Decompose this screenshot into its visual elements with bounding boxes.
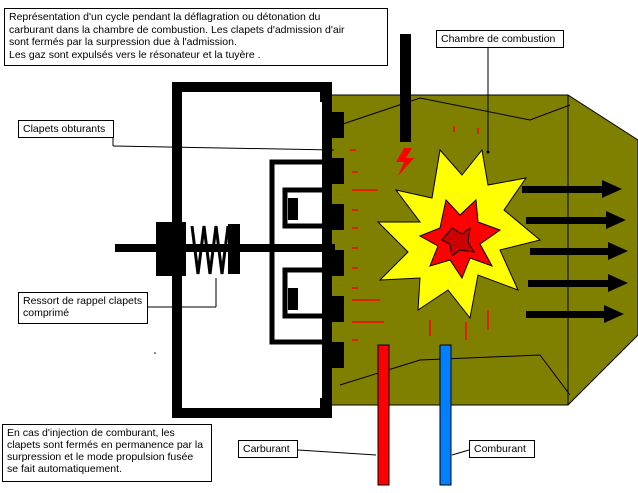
description-box: Représentation d'un cycle pendant la déf…: [4, 8, 388, 66]
leader-lines: [112, 48, 489, 456]
oxidizer-note: En cas d'injection de comburant, les cla…: [2, 424, 212, 482]
oxidizer-pipe: [439, 344, 452, 486]
explosion-icon: [376, 148, 542, 320]
shaft-collar: [156, 222, 186, 276]
spring-label: Ressort de rappel clapets comprimé: [18, 292, 148, 324]
lightning-spark-icon: [396, 148, 414, 176]
valves-label: Clapets obturants: [18, 120, 114, 138]
return-spring: [190, 225, 230, 275]
fuel-label: Carburant: [238, 440, 298, 458]
combustion-chamber-label: Chambre de combustion: [436, 30, 564, 48]
arrow-right-icon: [526, 211, 626, 229]
leader-dot: [486, 150, 490, 154]
arrow-right-icon: [530, 242, 628, 260]
arrow-right-icon: [522, 180, 622, 198]
exhaust-arrows: [522, 180, 628, 323]
chamber-inner-line: [339, 97, 571, 126]
spring-stop: [228, 224, 240, 274]
arrow-right-icon: [526, 305, 624, 323]
arrow-right-icon: [528, 274, 628, 292]
injector-top: [400, 34, 411, 142]
stray-dot: [154, 352, 156, 354]
valve-stop-lower: [288, 288, 298, 310]
fuel-pipe: [377, 344, 390, 486]
valve-stop-upper: [288, 198, 298, 220]
fuel-droplets: [350, 126, 489, 341]
oxidizer-label: Comburant: [469, 440, 535, 458]
